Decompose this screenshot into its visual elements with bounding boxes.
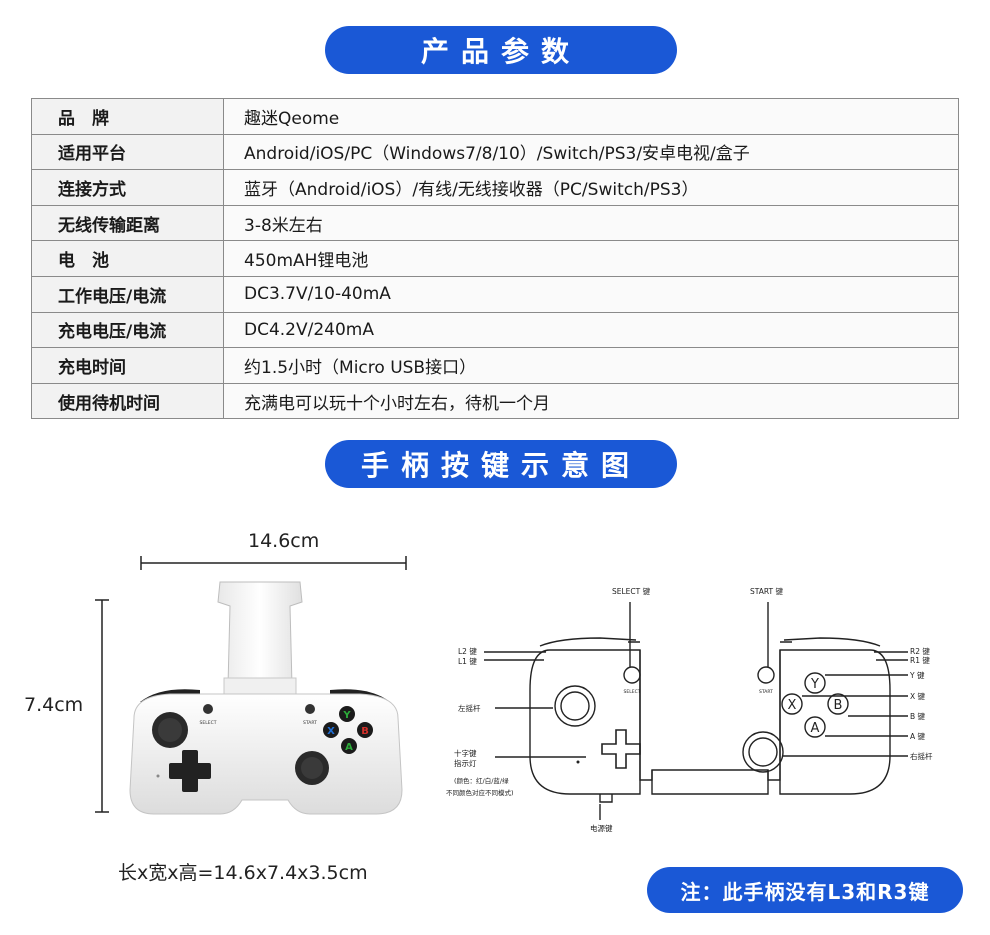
photo-select-label: SELECT [200, 720, 217, 726]
a-key-label: A 键 [910, 731, 926, 741]
r1-key-label: R1 键 [910, 655, 930, 665]
b-key-label: B 键 [910, 711, 926, 721]
spec-value: Android/iOS/PC（Windows7/8/10）/Switch/PS3… [223, 133, 959, 171]
right-stick-label: 右摇杆 [910, 751, 933, 761]
spec-row: 品 牌趣迷Qeome [31, 98, 959, 135]
x-key-label: X 键 [910, 691, 926, 701]
spec-value: 3-8米左右 [223, 204, 959, 242]
spec-value: 约1.5小时（Micro USB接口） [223, 347, 959, 384]
spec-row: 充电时间约1.5小时（Micro USB接口） [31, 347, 959, 384]
left-stick-label: 左摇杆 [458, 703, 481, 713]
photo-b-button: B [361, 726, 369, 737]
diagram-b-button: B [834, 698, 843, 713]
spec-key: 使用待机时间 [31, 382, 224, 420]
diagram-a-button: A [811, 721, 820, 736]
dpad-label: 十字键 [454, 748, 477, 758]
spec-key: 充电电压/电流 [31, 311, 224, 349]
spec-key: 电 池 [31, 240, 224, 277]
gamepad-body [129, 693, 403, 815]
diagram-start-text: START [759, 689, 773, 695]
spec-key: 无线传输距离 [31, 204, 224, 242]
photo-start-label: START [303, 720, 317, 726]
spec-value: 蓝牙（Android/iOS）/有线/无线接收器（PC/Switch/PS3） [223, 169, 959, 206]
spec-row: 使用待机时间充满电可以玩十个小时左右，待机一个月 [31, 382, 959, 420]
spec-value: 趣迷Qeome [223, 98, 959, 135]
color-note-line1: (颜色：红/白/蓝/绿 [454, 776, 509, 785]
power-key-label: 电源键 [590, 823, 613, 833]
spec-key: 工作电压/电流 [31, 275, 224, 313]
color-note-line2: 不同颜色对应不同模式) [446, 788, 514, 797]
spec-key: 连接方式 [31, 169, 224, 206]
indicator-label: 指示灯 [454, 758, 477, 768]
photo-x-button: X [327, 726, 335, 737]
spec-row: 连接方式蓝牙（Android/iOS）/有线/无线接收器（PC/Switch/P… [31, 169, 959, 206]
start-key-label: START 键 [750, 586, 784, 596]
select-key-label: SELECT 键 [612, 586, 651, 596]
diagram-section-title: 手柄按键示意图 [325, 440, 677, 488]
no-l3-r3-note: 注：此手柄没有L3和R3键 [647, 867, 963, 913]
diagram-x-button: X [788, 698, 797, 713]
diagram-select-text: SELECT [624, 689, 641, 695]
button-diagram: SELECT 键 START 键 L2 键 L1 键 R2 键 R1 键 Y 键… [446, 586, 933, 833]
l2-key-label: L2 键 [458, 646, 477, 656]
phone-clip [217, 581, 303, 687]
spec-value: 充满电可以玩十个小时左右，待机一个月 [223, 382, 959, 420]
spec-value: DC4.2V/240mA [223, 311, 959, 349]
spec-key: 充电时间 [31, 347, 224, 384]
photo-y-button: Y [342, 710, 351, 721]
width-dimension-label: 14.6cm [248, 530, 320, 552]
spec-section-title: 产品参数 [325, 26, 677, 74]
spec-key: 适用平台 [31, 133, 224, 171]
diagram-y-button: Y [810, 677, 819, 692]
l1-key-label: L1 键 [458, 656, 477, 666]
y-key-label: Y 键 [909, 670, 925, 680]
dimension-summary: 长x宽x高=14.6x7.4x3.5cm [118, 862, 368, 884]
spec-value: 450mAH锂电池 [223, 240, 959, 277]
photo-a-button: A [345, 742, 353, 753]
r2-key-label: R2 键 [910, 646, 930, 656]
spec-key: 品 牌 [31, 98, 224, 135]
height-dimension-label: 7.4cm [24, 694, 84, 716]
gamepad-photo: SELECT START Y X B A [129, 581, 403, 815]
